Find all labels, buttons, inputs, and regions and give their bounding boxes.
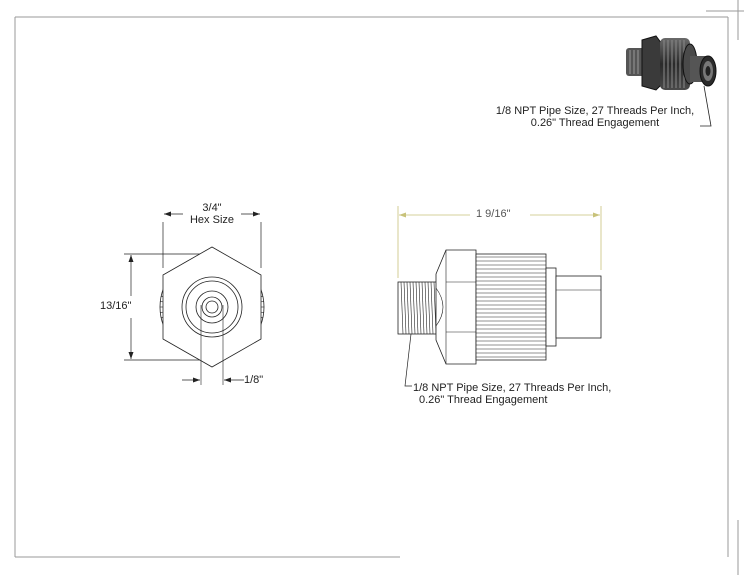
front-height-dimension [124, 253, 200, 361]
bore-dimension-label: 1/8" [244, 374, 264, 386]
corner-marks [706, 0, 744, 575]
iso-fitting-image [626, 35, 717, 91]
iso-callout-line2: 0.26" Thread Engagement [530, 117, 660, 129]
iso-callout-leader [700, 85, 712, 127]
side-callout-leader [404, 333, 412, 387]
iso-callout-text: 1/8 NPT Pipe Size, 27 Threads Per Inch, … [492, 105, 698, 129]
hex-size-label: 3/4" Hex Size [182, 202, 242, 226]
hex-width-caption: Hex Size [189, 214, 235, 226]
hex-width-value: 3/4" [202, 202, 222, 214]
front-width-dimension [162, 211, 262, 268]
side-callout-line1: 1/8 NPT Pipe Size, 27 Threads Per Inch, [413, 382, 612, 394]
iso-callout-line1: 1/8 NPT Pipe Size, 27 Threads Per Inch, [495, 105, 695, 117]
side-callout-line2: 0.26" Thread Engagement [419, 394, 548, 406]
side-callout-text: 1/8 NPT Pipe Size, 27 Threads Per Inch, … [413, 382, 611, 406]
height-dimension-label: 13/16" [100, 300, 132, 312]
length-dimension-label: 1 9/16" [476, 208, 511, 220]
side-view [397, 249, 602, 365]
sheet-border [14, 16, 729, 558]
side-length-dimension [397, 206, 602, 278]
front-view [159, 246, 265, 385]
